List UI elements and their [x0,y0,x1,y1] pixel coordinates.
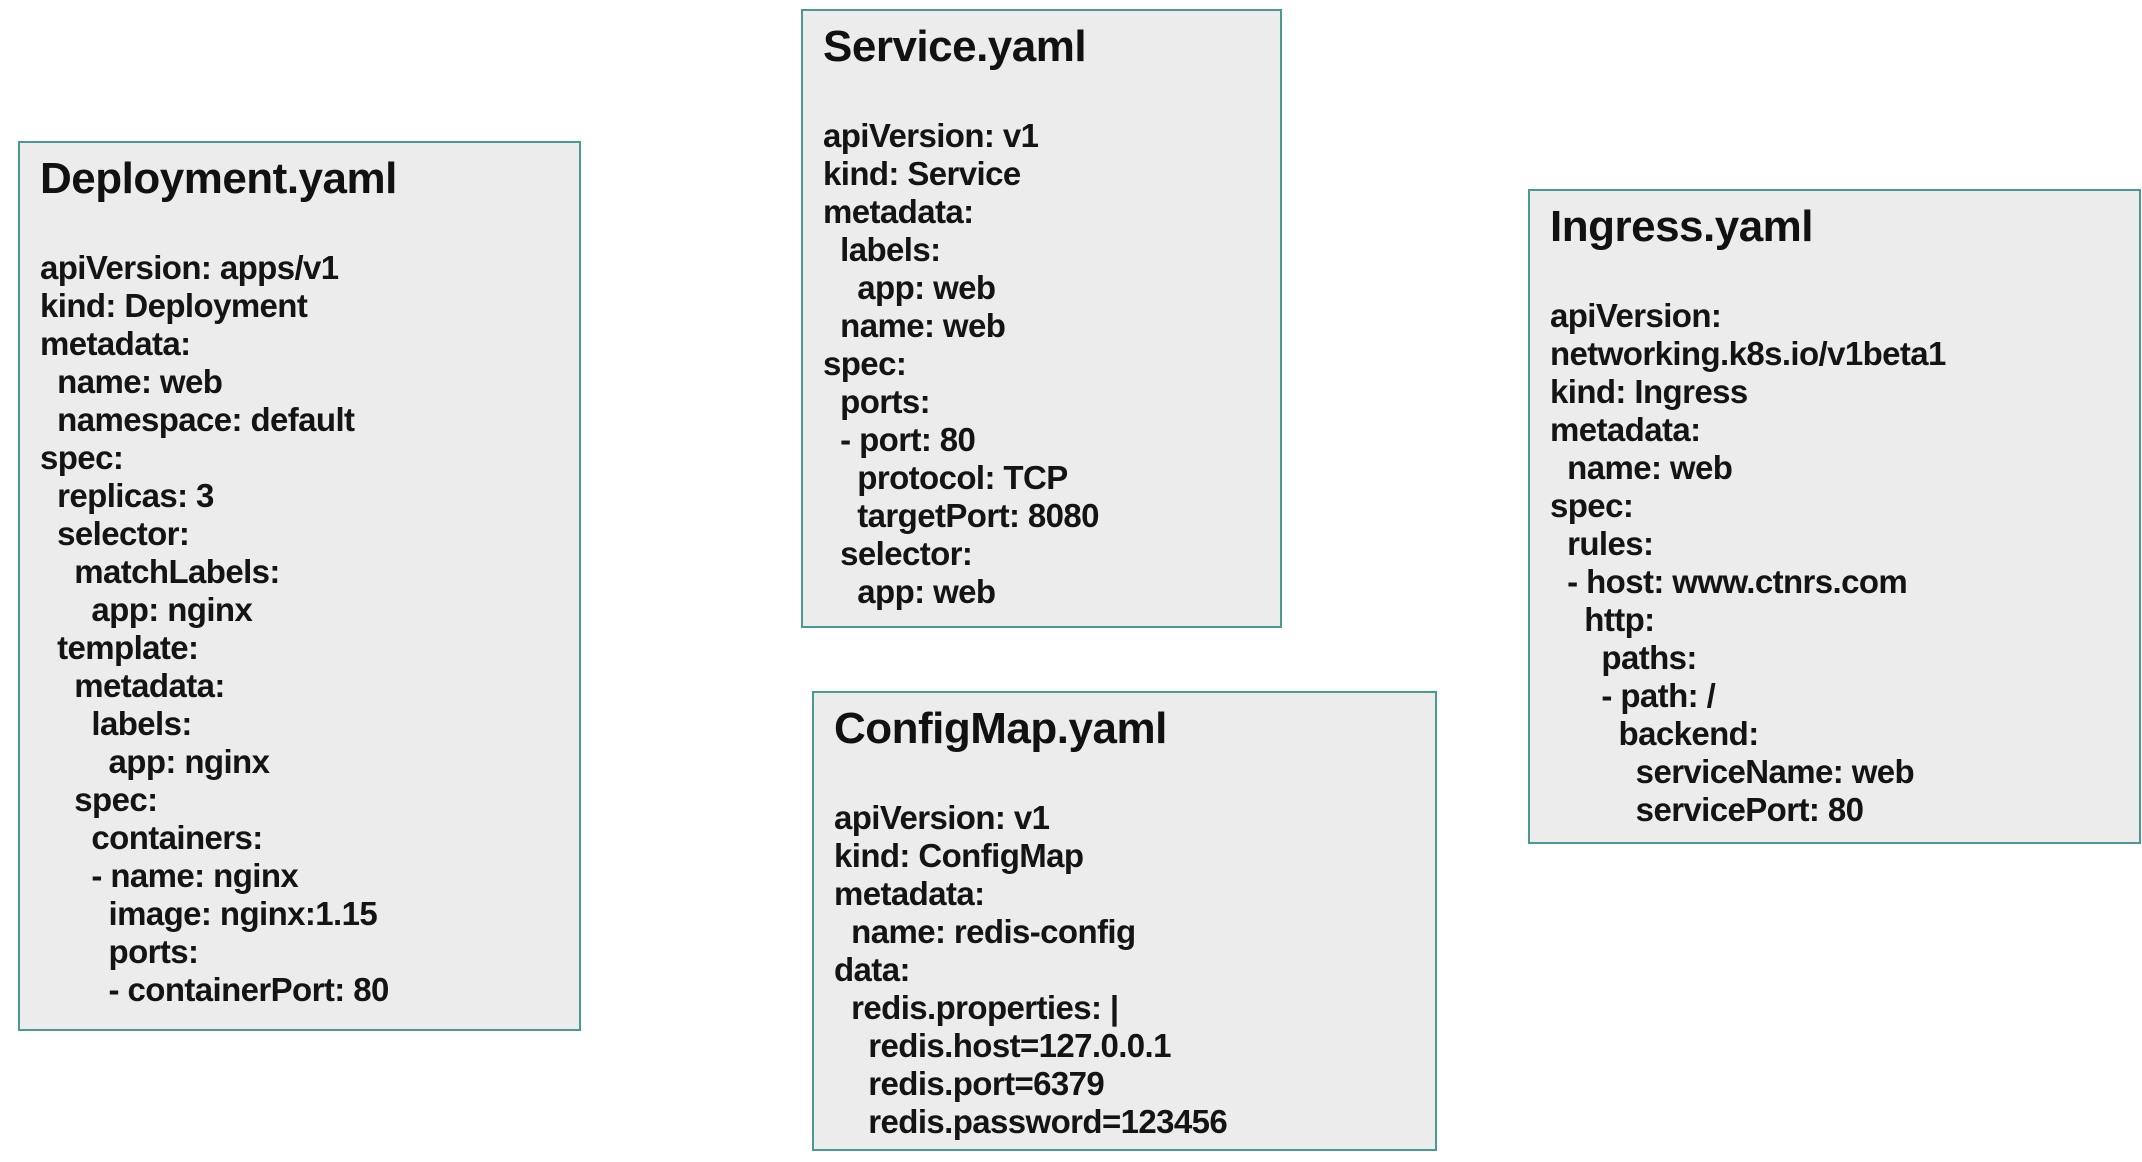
card-title-ingress: Ingress.yaml [1550,202,1814,251]
card-title-service: Service.yaml [823,22,1087,71]
yaml-card-configmap: ConfigMap.yaml apiVersion: v1 kind: Conf… [812,691,1437,1151]
yaml-card-deployment: Deployment.yaml apiVersion: apps/v1 kind… [18,141,581,1031]
card-title-deployment: Deployment.yaml [40,154,397,203]
card-title-configmap: ConfigMap.yaml [834,704,1167,753]
yaml-content-ingress: apiVersion: networking.k8s.io/v1beta1 ki… [1550,297,1946,828]
yaml-card-ingress: Ingress.yaml apiVersion: networking.k8s.… [1528,189,2141,844]
yaml-content-deployment: apiVersion: apps/v1 kind: Deployment met… [40,249,389,1008]
yaml-content-configmap: apiVersion: v1 kind: ConfigMap metadata:… [834,799,1228,1140]
yaml-content-service: apiVersion: v1 kind: Service metadata: l… [823,117,1100,610]
yaml-card-service: Service.yaml apiVersion: v1 kind: Servic… [801,9,1282,628]
